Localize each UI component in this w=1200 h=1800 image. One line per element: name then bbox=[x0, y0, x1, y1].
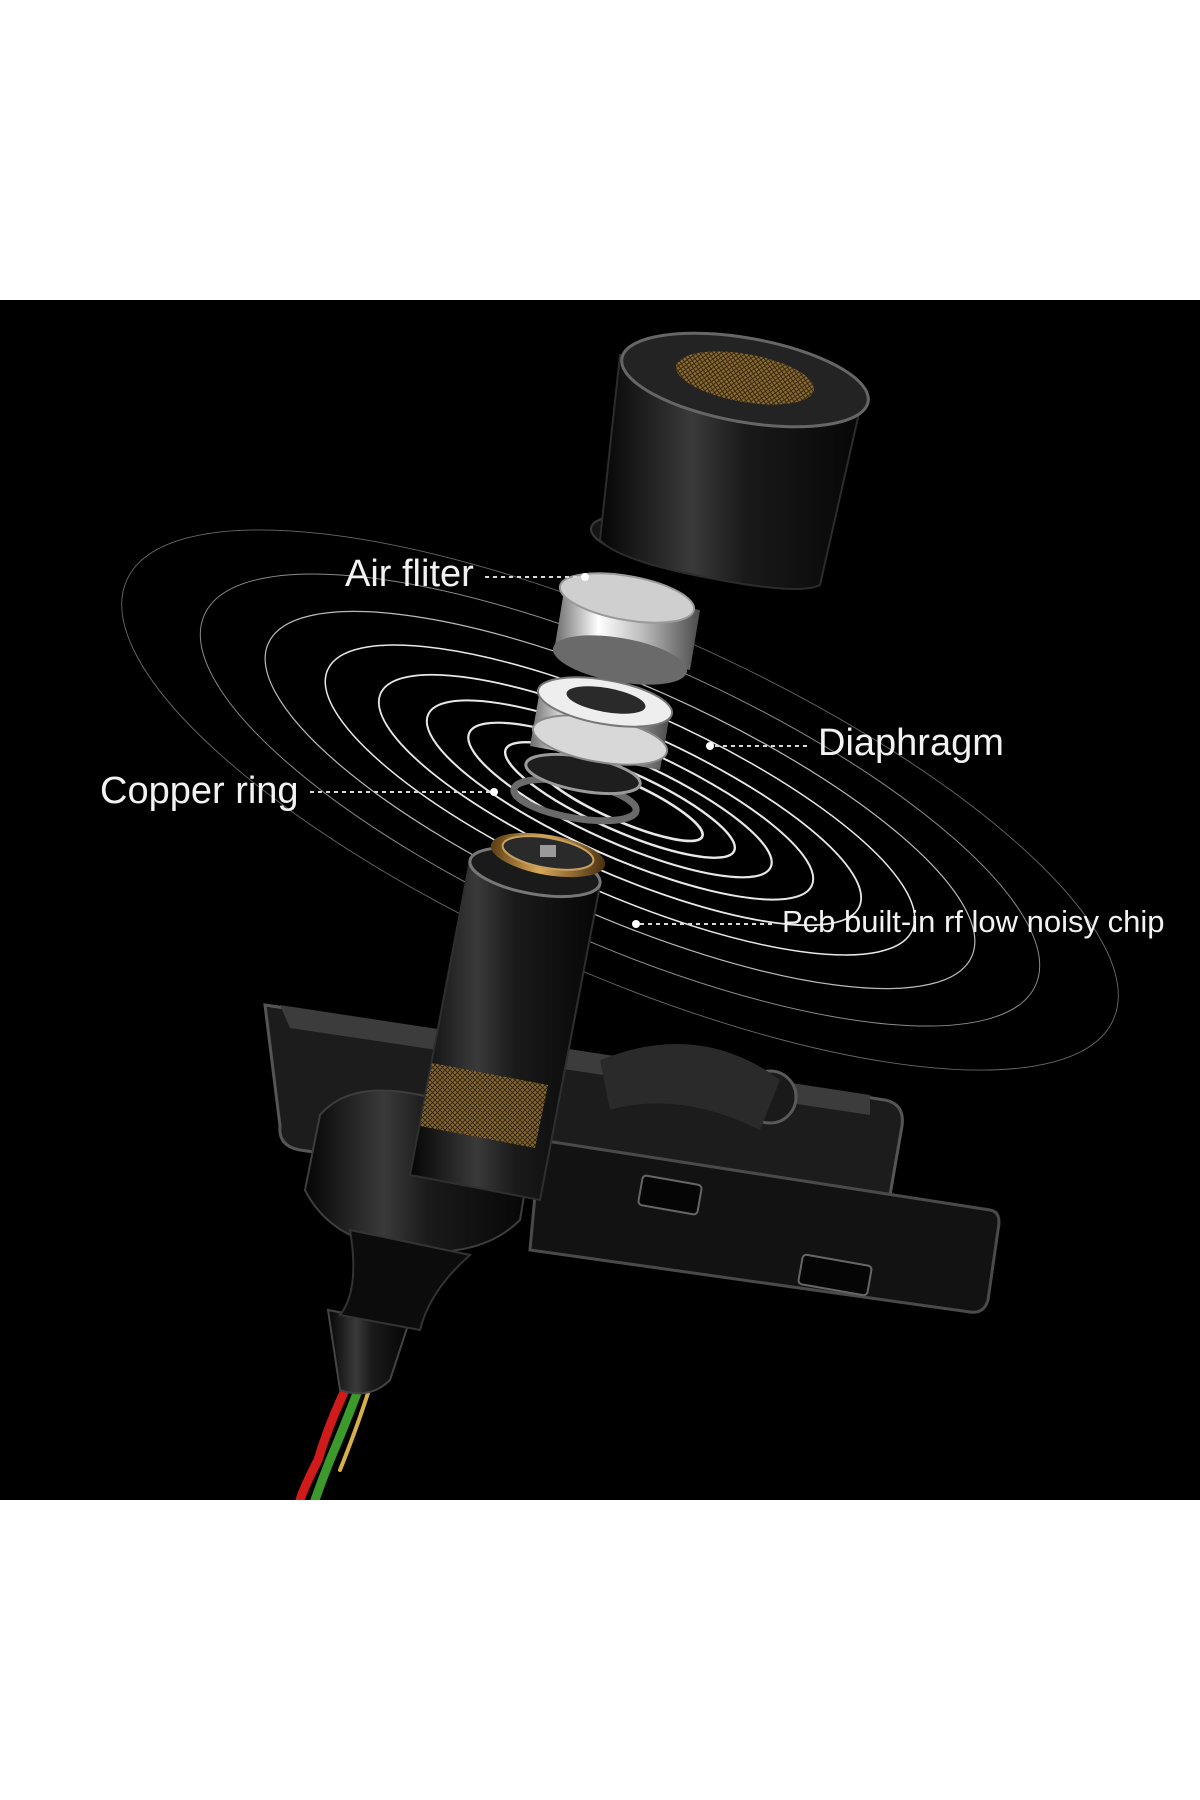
top-cap-part bbox=[598, 331, 870, 590]
pcb-chip-label: Pcb built-in rf low noisy chip bbox=[782, 904, 1165, 939]
leader-dots bbox=[490, 573, 714, 928]
air-filter-label: Air fliter bbox=[345, 553, 474, 595]
leader-lines bbox=[310, 576, 810, 925]
tie-clip bbox=[263, 1003, 1001, 1314]
diagram-panel: Air fliter Diaphragm Copper ring Pcb bui… bbox=[0, 300, 1200, 1500]
diaphragm-label: Diaphragm bbox=[818, 722, 1004, 764]
diaphragm-part bbox=[530, 676, 674, 770]
cable-wires bbox=[295, 1375, 374, 1500]
exploded-microphone-illustration bbox=[121, 331, 1119, 1500]
microphone-body bbox=[303, 832, 606, 1395]
copper-ring-label: Copper ring bbox=[100, 770, 299, 812]
housing-ring-part bbox=[552, 572, 700, 685]
